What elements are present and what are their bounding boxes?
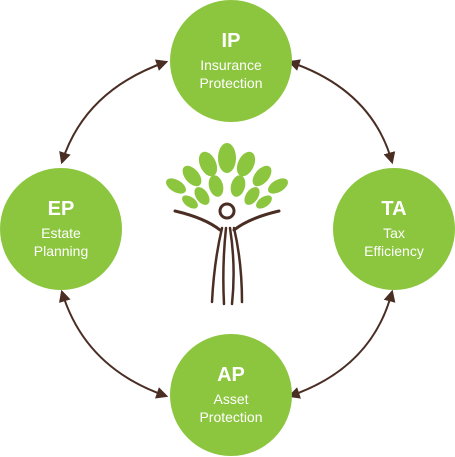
node-label-line1: Asset — [213, 391, 249, 407]
arrow-ta-ap — [287, 289, 396, 399]
node-abbr: TA — [381, 198, 407, 220]
node-label-line1: Estate — [41, 225, 81, 241]
arrow-ip-ta — [287, 59, 396, 165]
node-label-line2: Protection — [199, 75, 263, 91]
leaves-icon — [166, 143, 288, 209]
node-abbr: AP — [217, 364, 245, 386]
arrow-ip-ep — [59, 59, 169, 165]
node-abbr: EP — [47, 198, 75, 220]
node-label-line2: Planning — [33, 243, 89, 259]
node-insurance-protection: IP Insurance Protection — [170, 0, 292, 122]
node-label-line1: Tax — [383, 225, 405, 241]
arrow-ep-ap — [59, 289, 169, 399]
tree-person-icon — [166, 143, 288, 306]
trunk-person-icon — [173, 202, 281, 306]
node-tax-efficiency: TA Tax Efficiency — [333, 168, 455, 290]
node-asset-protection: AP Asset Protection — [170, 334, 292, 456]
node-label-line2: Efficiency — [364, 243, 424, 259]
node-label-line2: Protection — [199, 409, 263, 425]
node-abbr: IP — [221, 30, 241, 52]
node-label-line1: Insurance — [200, 57, 262, 73]
node-estate-planning: EP Estate Planning — [0, 168, 122, 290]
